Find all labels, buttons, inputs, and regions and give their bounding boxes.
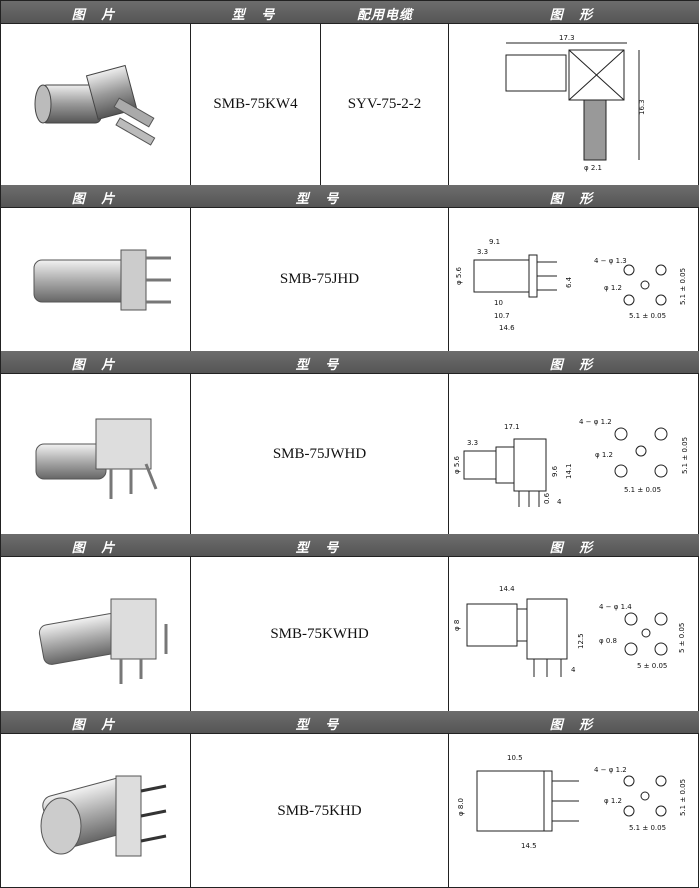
dim-label: φ 1.2 bbox=[604, 284, 622, 292]
table-header: 图 片 型 号 图 形 bbox=[1, 534, 699, 556]
product-photo bbox=[1, 24, 191, 185]
product-photo bbox=[1, 208, 191, 351]
model-name: SMB-75KWHD bbox=[191, 557, 449, 711]
header-model: 型 号 bbox=[295, 192, 345, 207]
dim-label: 5.1 ± 0.05 bbox=[679, 779, 687, 816]
model-name: SMB-75JWHD bbox=[191, 374, 449, 534]
product-photo bbox=[1, 557, 191, 711]
header-photo: 图 片 bbox=[71, 358, 121, 373]
header-model: 型 号 bbox=[295, 358, 345, 373]
dim-label: 4 − φ 1.2 bbox=[579, 418, 612, 426]
header-model: 型 号 bbox=[231, 8, 281, 23]
dim-label: 14.1 bbox=[565, 463, 573, 479]
header-drawing: 图 形 bbox=[549, 358, 599, 373]
dim-label: 10 bbox=[494, 299, 503, 307]
dim-label: 6.4 bbox=[565, 276, 573, 288]
dim-label: 5.1 ± 0.05 bbox=[681, 437, 689, 474]
header-drawing: 图 形 bbox=[549, 718, 599, 733]
dim-label: 4 bbox=[571, 666, 576, 674]
dim-label: φ 8.0 bbox=[457, 798, 465, 816]
dim-label: 17.1 bbox=[504, 423, 520, 431]
dimension-drawing: 17.1 3.3 φ 5.6 9.6 14.1 0.6 4 4 − φ 1.2 … bbox=[449, 374, 699, 534]
dimension-drawing: 14.4 φ 8 12.5 4 4 − φ 1.4 φ 0.8 5 ± 0.05… bbox=[449, 557, 699, 711]
table-header: 图 片 型 号 图 形 bbox=[1, 351, 699, 373]
dim-label: φ 1.2 bbox=[604, 797, 622, 805]
dim-label: 5.1 ± 0.05 bbox=[679, 267, 687, 304]
table-header: 图 片 型 号 图 形 bbox=[1, 711, 699, 733]
table-header: 图 片 型 号 配用电缆 图 形 bbox=[1, 1, 699, 23]
dim-label: 9.1 bbox=[489, 238, 500, 246]
header-drawing: 图 形 bbox=[549, 541, 599, 556]
dim-label: 14.6 bbox=[499, 324, 515, 332]
model-name: SMB-75KHD bbox=[191, 734, 449, 888]
dim-label: 4 − φ 1.4 bbox=[599, 603, 632, 611]
dim-label: φ 8 bbox=[453, 620, 461, 631]
dim-label: 3.3 bbox=[477, 248, 488, 256]
dim-label: 10.5 bbox=[507, 754, 523, 762]
header-photo: 图 片 bbox=[71, 192, 121, 207]
header-model: 型 号 bbox=[295, 541, 345, 556]
product-photo bbox=[1, 734, 191, 888]
dim-label: 16.3 bbox=[638, 99, 646, 115]
table-row: SMB-75JWHD 17.1 3.3 φ 5.6 9.6 14.1 0.6 4… bbox=[1, 373, 699, 534]
header-drawing: 图 形 bbox=[549, 192, 599, 207]
dim-label: 5.1 ± 0.05 bbox=[629, 312, 666, 320]
dim-label: 17.3 bbox=[559, 34, 575, 42]
header-photo: 图 片 bbox=[71, 541, 121, 556]
dim-label: φ 5.6 bbox=[455, 266, 463, 285]
dimension-drawing: 9.1 3.3 φ 5.6 6.4 10 10.7 14.6 4 − φ 1.3… bbox=[449, 208, 699, 351]
dim-label: φ 1.2 bbox=[595, 451, 613, 459]
header-cable: 配用电缆 bbox=[356, 8, 413, 23]
model-name: SMB-75KW4 bbox=[191, 24, 321, 185]
dim-label: 5 ± 0.05 bbox=[637, 662, 667, 670]
dim-label: 14.5 bbox=[521, 842, 537, 850]
dimension-drawing: 17.3 16.3 φ 2.1 bbox=[449, 24, 699, 185]
dim-label: 4 − φ 1.3 bbox=[594, 257, 627, 265]
dim-label: 4 − φ 1.2 bbox=[594, 766, 627, 774]
product-photo bbox=[1, 374, 191, 534]
dim-label: 3.3 bbox=[467, 439, 478, 447]
dim-label: 5.1 ± 0.05 bbox=[624, 486, 661, 494]
dim-label: 14.4 bbox=[499, 585, 515, 593]
table-row: SMB-75KW4 SYV-75-2-2 17.3 16.3 φ 2.1 bbox=[1, 23, 699, 185]
dim-label: φ 5.6 bbox=[453, 455, 461, 474]
dim-label: 4 bbox=[557, 498, 562, 506]
dim-label: 5.1 ± 0.05 bbox=[629, 824, 666, 832]
header-model: 型 号 bbox=[295, 718, 345, 733]
table-row: SMB-75KWHD 14.4 φ 8 12.5 4 4 − φ 1.4 φ 0… bbox=[1, 556, 699, 711]
header-photo: 图 片 bbox=[71, 8, 121, 23]
dim-label: φ 0.8 bbox=[599, 637, 617, 645]
dim-label: 9.6 bbox=[551, 465, 559, 477]
table-row: SMB-75JHD 9.1 3.3 φ 5.6 6.4 10 10.7 14.6… bbox=[1, 207, 699, 351]
dim-label: 0.6 bbox=[543, 492, 551, 504]
table-row: SMB-75KHD 10.5 φ 8.0 14.5 4 − φ 1.2 φ 1.… bbox=[1, 733, 699, 888]
dim-label: 10.7 bbox=[494, 312, 510, 320]
dimension-drawing: 10.5 φ 8.0 14.5 4 − φ 1.2 φ 1.2 5.1 ± 0.… bbox=[449, 734, 699, 888]
model-name: SMB-75JHD bbox=[191, 208, 449, 351]
cable-name: SYV-75-2-2 bbox=[321, 24, 449, 185]
dim-label: 12.5 bbox=[577, 633, 585, 649]
header-drawing: 图 形 bbox=[549, 8, 599, 23]
header-photo: 图 片 bbox=[71, 718, 121, 733]
dim-label: φ 2.1 bbox=[584, 164, 602, 172]
table-header: 图 片 型 号 图 形 bbox=[1, 185, 699, 207]
dim-label: 5 ± 0.05 bbox=[678, 623, 686, 653]
